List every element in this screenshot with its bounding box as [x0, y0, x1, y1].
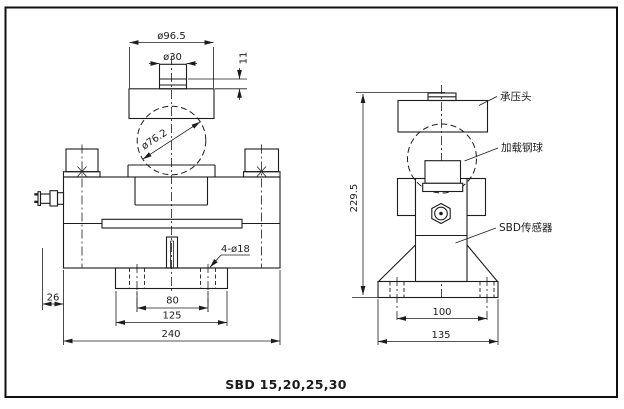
loading-ball-side [407, 123, 477, 194]
top-block-right [242, 148, 281, 178]
dim-overall-height-group: 229.5 [349, 94, 378, 298]
pressure-head-front [128, 63, 215, 120]
dim-boss-height: 11 [239, 52, 250, 65]
sensor-column-side [396, 177, 487, 283]
label-loading-ball: 加载钢球 [501, 141, 543, 154]
top-block-left [62, 148, 101, 178]
dim-ball-diameter: ø76.2 [140, 128, 170, 153]
drawing-border [4, 6, 618, 398]
dim-side-flange-width-group: 135 [377, 299, 499, 345]
dim-connector-offset: 26 [47, 293, 60, 304]
hex-nut [431, 202, 451, 225]
center-stem [165, 236, 179, 269]
dim-boss-height-group: 11 [188, 52, 250, 100]
front-centerlines [81, 56, 262, 312]
strain-gauge-slot [63, 218, 280, 229]
callout-labels: 承压头 加载钢球 SBD传感器 [455, 91, 553, 244]
dim-overall-height: 229.5 [349, 184, 360, 213]
dim-cap-diameter: ø96.5 [157, 31, 185, 42]
cable-connector [34, 190, 65, 207]
mounting-flange-front [114, 267, 229, 290]
dim-flange-width-group: 125 [115, 291, 228, 326]
front-view: ø76.2 [34, 31, 281, 345]
drawing-caption: SBD 15,20,25,30 [225, 377, 347, 392]
front-dimensions: ø96.5 ø30 11 4-ø18 80 [42, 31, 281, 345]
dim-side-hole-pitch: 100 [432, 307, 451, 318]
side-dimensions: 229.5 100 135 [349, 94, 499, 345]
label-pressure-head: 承压头 [500, 91, 532, 103]
dim-hole-pitch: 80 [166, 296, 179, 307]
dim-boss-diameter-group: ø30 [149, 52, 197, 66]
label-sensor: SBD传感器 [499, 221, 553, 234]
dim-boss-diameter: ø30 [163, 52, 182, 63]
dim-flange-width: 125 [162, 311, 181, 322]
dim-mount-holes: 4-ø18 [221, 244, 250, 255]
dim-connector-offset-group: 26 [42, 248, 64, 310]
dim-hole-pitch-group: 80 [136, 291, 209, 312]
side-view: 229.5 100 135 承压头 加载钢球 SBD传感器 [349, 85, 553, 345]
base-flange-side [377, 244, 499, 322]
dim-overall-width: 240 [161, 329, 180, 340]
dim-side-hole-pitch-group: 100 [397, 307, 487, 321]
pressure-head-side [356, 92, 489, 133]
dim-overall-width-group: 240 [63, 270, 281, 345]
dim-mount-holes-group: 4-ø18 [209, 244, 250, 268]
dim-side-flange-width: 135 [431, 330, 450, 341]
dim-cap-diameter-group: ø96.5 [129, 31, 214, 88]
